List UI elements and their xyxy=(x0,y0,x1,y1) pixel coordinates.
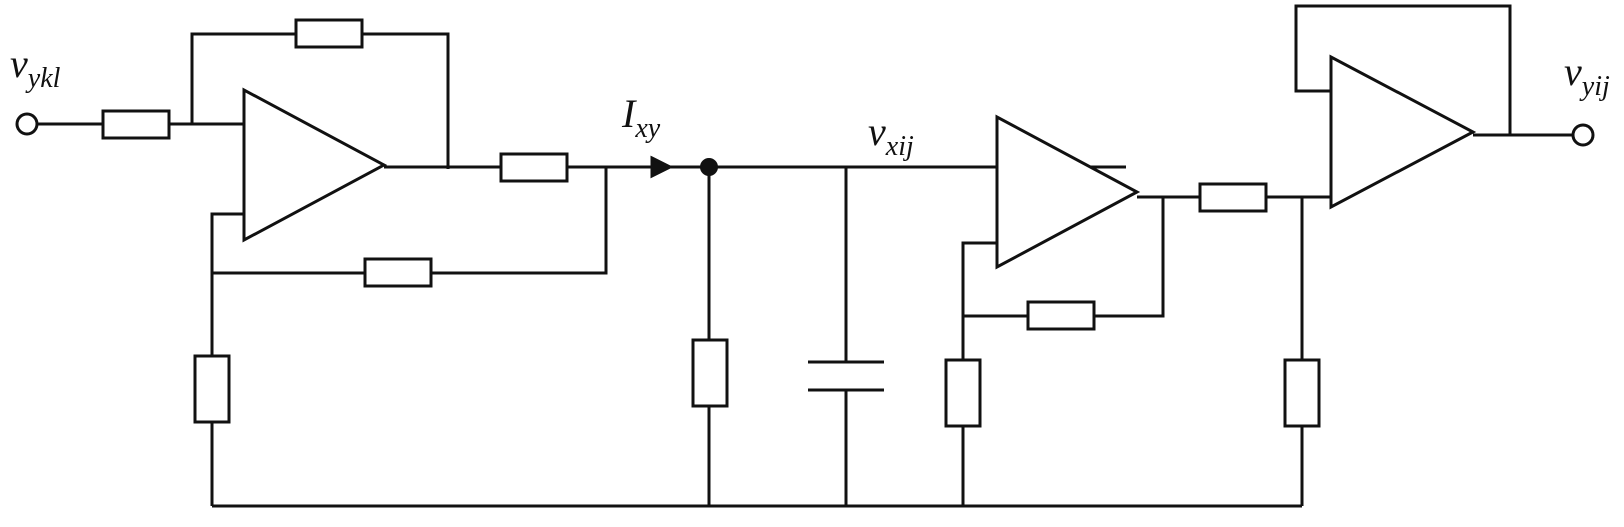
ground-resistor-1 xyxy=(195,356,229,422)
output-voltage-label: vyij xyxy=(1564,52,1610,92)
output-terminal xyxy=(1573,125,1593,145)
input-voltage-subscript: ykl xyxy=(28,63,61,94)
output-voltage-subscript: yij xyxy=(1582,71,1610,102)
node-voltage-label: vxij xyxy=(868,112,914,152)
node-voltage-subscript: xij xyxy=(886,131,914,162)
op-amp-1 xyxy=(244,90,384,240)
wire xyxy=(431,167,606,273)
wire xyxy=(1094,197,1163,316)
op-amp-2 xyxy=(997,117,1137,267)
feedback-resistor-1 xyxy=(296,20,362,47)
input-resistor xyxy=(103,111,169,138)
ground-resistor-2 xyxy=(946,360,980,426)
current-subscript: xy xyxy=(635,113,660,144)
series-resistor-2 xyxy=(1200,184,1266,211)
series-resistor xyxy=(501,154,567,181)
current-symbol: I xyxy=(622,91,635,136)
input-voltage-label: vykl xyxy=(10,44,60,84)
output-voltage-symbol: v xyxy=(1564,49,1582,94)
op-amp-3 xyxy=(1331,57,1473,207)
current-arrow xyxy=(652,158,670,176)
feedback-resistor-2 xyxy=(365,259,431,286)
ground-resistor-3 xyxy=(1285,360,1319,426)
node-resistor xyxy=(693,340,727,406)
wire xyxy=(212,214,365,273)
input-voltage-symbol: v xyxy=(10,41,28,86)
node-voltage-symbol: v xyxy=(868,109,886,154)
feedback-resistor-3 xyxy=(1028,302,1094,329)
input-terminal xyxy=(17,114,37,134)
wire xyxy=(362,34,448,169)
current-label: Ixy xyxy=(622,94,660,134)
